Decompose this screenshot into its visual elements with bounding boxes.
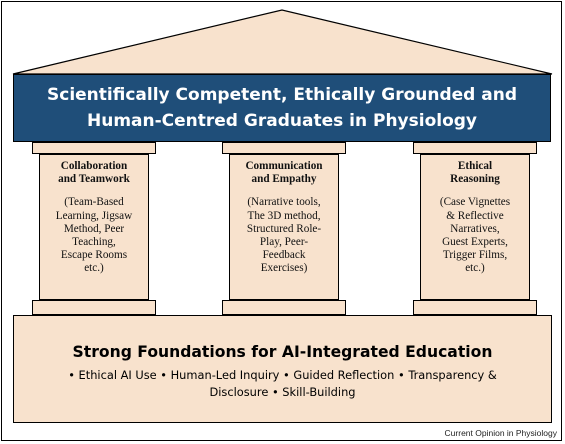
banner-line-2: Human-Centred Graduates in Physiology (86, 111, 478, 131)
pillar-3-body: (Case Vignettes & Reflective Narratives,… (439, 196, 511, 275)
pillar-2-title: Communication and Empathy (245, 160, 323, 186)
foundation-items-line-1: • Ethical AI Use • Human-Led Inquiry • G… (68, 368, 497, 382)
banner-line-1: Scientifically Competent, Ethically Grou… (47, 85, 517, 105)
pillar-communication: Communication and Empathy (Narrative too… (229, 154, 339, 300)
pillar-2-body: (Narrative tools, The 3D method, Structu… (246, 196, 322, 275)
entablature-banner: Scientifically Competent, Ethically Grou… (13, 74, 551, 142)
pillar-ethical-reasoning: Ethical Reasoning (Case Vignettes & Refl… (420, 154, 530, 300)
pillar-1-plinth (32, 300, 156, 315)
pillar-3-capital (413, 142, 537, 154)
pillar-1-capital (32, 142, 156, 154)
foundation-items: • Ethical AI Use • Human-Led Inquiry • G… (14, 367, 551, 401)
pillar-2-capital (222, 142, 346, 154)
foundation-items-line-2: Disclosure • Skill-Building (209, 385, 356, 399)
pillar-2-plinth (222, 300, 346, 315)
pillar-1-body: (Team-Based Learning, Jigsaw Method, Pee… (55, 196, 133, 275)
journal-credit: Current Opinion in Physiology (444, 428, 557, 438)
pillar-1-title: Collaboration and Teamwork (58, 160, 130, 186)
pillar-3-title: Ethical Reasoning (450, 160, 500, 186)
foundation-title: Strong Foundations for AI-Integrated Edu… (72, 343, 493, 361)
roof-pediment (12, 9, 553, 75)
pillar-3-plinth (413, 300, 537, 315)
foundation-base: Strong Foundations for AI-Integrated Edu… (13, 315, 552, 423)
pillar-collaboration: Collaboration and Teamwork (Team-Based L… (39, 154, 149, 300)
